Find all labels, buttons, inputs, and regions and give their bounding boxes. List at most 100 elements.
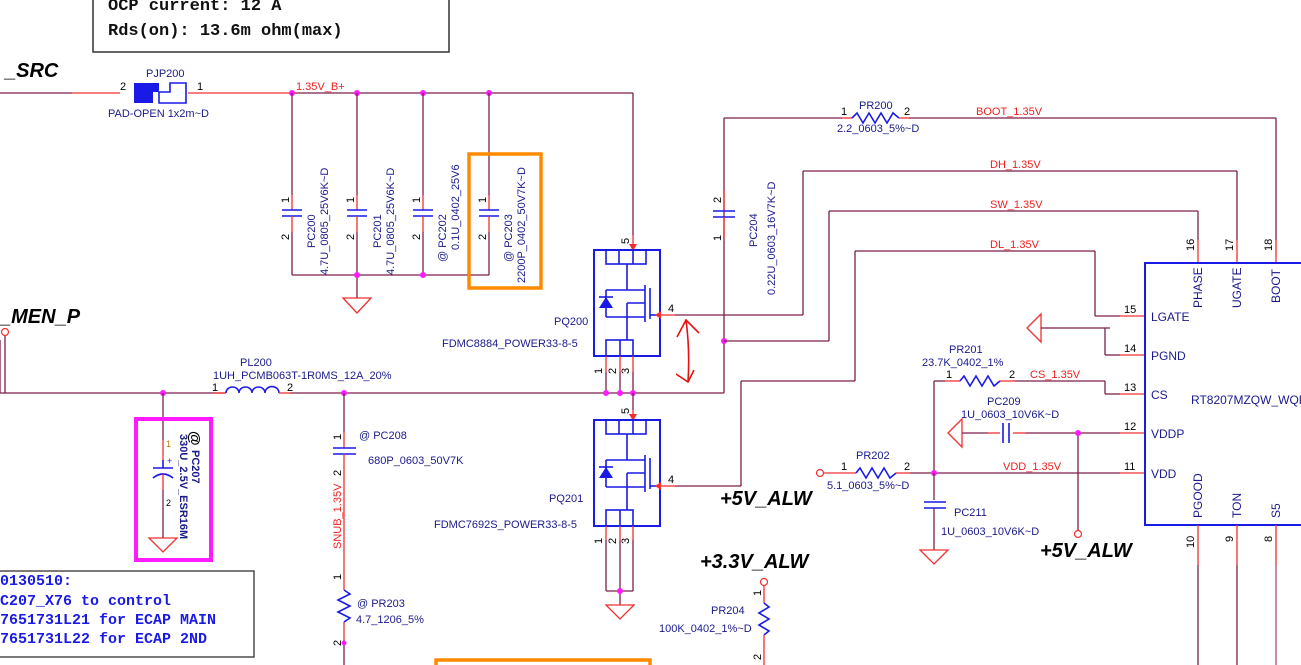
- pc200-ref: PC200: [306, 214, 318, 248]
- pq201-pin1: 1: [593, 538, 605, 544]
- pr204-pin2: 2: [752, 654, 764, 660]
- pc202-capacitor[interactable]: 1 2 @ PC202 0.1U_0402_25V6: [411, 164, 462, 262]
- net-cs: CS_1.35V: [933, 369, 1145, 473]
- net-label-snub: SNUB_1.35V: [332, 483, 344, 549]
- net-label-sw: SW_1.35V: [990, 199, 1043, 211]
- ecap-note-line-4: 7651731L22 for ECAP 2ND: [0, 631, 207, 648]
- net-label-dl: DL_1.35V: [990, 239, 1040, 251]
- pr202-pin2: 2: [904, 461, 910, 473]
- pc211-capacitor[interactable]: PC211 1U_0603_10V6K~D: [918, 473, 1039, 565]
- pjp200-ref: PJP200: [146, 68, 185, 80]
- pr202-resistor[interactable]: PR202 5.1_0603_5%~D 1 2: [827, 450, 910, 492]
- pq200-mosfet[interactable]: 5 4 1 2 3 PQ200 FDMC8884_POWER33-8-5: [442, 235, 675, 393]
- net-dl: DL_1.35V: [675, 239, 1145, 487]
- ic-pin-9-num: 9: [1224, 536, 1236, 542]
- pq200-value: FDMC8884_POWER33-8-5: [442, 338, 578, 350]
- ic-pin-ton: TON: [1230, 493, 1244, 518]
- ecap-note-line-2: C207_X76 to control: [0, 593, 171, 610]
- pc207-plus: +: [167, 456, 172, 466]
- pq200-pin3: 3: [620, 368, 632, 374]
- net-boot: BOOT_1.35V: [724, 106, 1277, 263]
- pc207-value: 330U_2.5V_ESR16M: [177, 434, 189, 539]
- pc201-pin1: 1: [345, 197, 357, 203]
- pc202-pin2: 2: [411, 234, 423, 240]
- pq201-value: FDMC7692S_POWER33-8-5: [434, 519, 577, 531]
- pr202-ref: PR202: [856, 450, 890, 462]
- pq201-ref: PQ201: [549, 493, 583, 505]
- pc207-magenta-highlight: [134, 417, 213, 562]
- pc201-capacitor[interactable]: 1 2 PC201 4.7U_0805_25V6K~D: [345, 168, 397, 275]
- pl200-value: 1UH_PCMB063T-1R0MS_12A_20%: [213, 370, 392, 382]
- rail-label-men-p: _MEN_P: [0, 306, 81, 328]
- pc204-ref: PC204: [748, 213, 760, 247]
- pc203-orange-highlight: [467, 152, 543, 290]
- net-pgnd: [1104, 328, 1145, 356]
- ic-pin-s5: S5: [1269, 503, 1283, 518]
- ecap-note-box: 0130510: C207_X76 to control 7651731L21 …: [0, 570, 255, 658]
- pc209-capacitor[interactable]: PC209 1U_0603_10V6K~D: [961, 396, 1059, 443]
- net-dh: DH_1.35V: [675, 159, 1238, 316]
- pc200-capacitor[interactable]: 1 2 PC200 4.7U_0805_25V6K~D: [280, 168, 331, 275]
- net-label-cs: CS_1.35V: [1030, 369, 1081, 381]
- red-double-arrow-annotation: [675, 318, 700, 384]
- pc208-ref: @ PC208: [359, 430, 407, 442]
- pc208-capacitor[interactable]: 1 2 @ PC208 680P_0603_50V7K: [332, 393, 464, 476]
- rail-label-3v3-alw: +3.3V_ALW: [700, 551, 811, 573]
- ic-pin-boot: BOOT: [1269, 268, 1283, 303]
- pl200-pin2: 2: [287, 382, 293, 394]
- rail-label-5v-alw-2: +5V_ALW: [1040, 540, 1134, 562]
- pr200-value: 2.2_0603_5%~D: [837, 123, 919, 135]
- pq201-pin2: 2: [607, 538, 619, 544]
- ecap-note-line-1: 0130510:: [0, 573, 72, 590]
- net-snub: SNUB_1.35V: [332, 470, 345, 590]
- pr201-pin1: 1: [946, 369, 952, 381]
- pr203-resistor[interactable]: 1 2 @ PR203 4.7_1206_5%: [332, 574, 424, 665]
- ic-pin-phase: PHASE: [1191, 267, 1205, 308]
- ic-pin-cs: CS: [1151, 388, 1168, 402]
- pr204-resistor[interactable]: 1 2 PR204 100K_0402_1%~D: [659, 577, 771, 665]
- pjp200-jumper[interactable]: PJP200 PAD-OPEN 1x2m~D 2 1: [108, 68, 209, 120]
- pl200-pin1: 1: [212, 382, 218, 394]
- pq200-pin2: 2: [607, 368, 619, 374]
- ic-pin-pgnd: PGND: [1151, 349, 1186, 363]
- rail-label-5v-alw-1: +5V_ALW: [720, 488, 814, 510]
- pc202-pin1: 1: [411, 197, 423, 203]
- pr203-pin2: 2: [332, 640, 344, 646]
- bottom-orange-highlight: [434, 658, 652, 665]
- pc203-ref: @ PC203: [503, 214, 515, 262]
- pc207-at: @: [186, 431, 203, 446]
- ecap-note-line-3: 7651731L21 for ECAP MAIN: [0, 612, 216, 629]
- pc203-pin2: 2: [477, 234, 489, 240]
- ocp-note-box: OCP current: 12 A Rds(on): 13.6m ohm(max…: [92, 0, 450, 53]
- ic-pin-13-num: 13: [1124, 382, 1136, 394]
- pc208-pin2: 2: [332, 470, 344, 476]
- pr200-resistor[interactable]: PR200 2.2_0603_5%~D 1 2: [837, 100, 919, 135]
- rds-on-text: Rds(on): 13.6m ohm(max): [108, 22, 343, 41]
- pq201-mosfet[interactable]: 5 4 1 2 3 PQ201 FDMC7692S_POWER33-8-5: [434, 393, 675, 620]
- net-phase: [0, 118, 727, 396]
- pq200-pin1: 1: [593, 368, 605, 374]
- ic-pin-8-num: 8: [1263, 536, 1275, 542]
- pc207-capacitor[interactable]: 1 + 2 @ PC207 330U_2.5V_ESR16M: [147, 393, 203, 553]
- pc204-capacitor[interactable]: 2 1 PC204 0.22U_0603_16V7K~D: [712, 181, 778, 295]
- pjp200-pin2: 2: [120, 81, 126, 93]
- pr204-value: 100K_0402_1%~D: [659, 623, 752, 635]
- pc202-value: 0.1U_0402_25V6: [450, 164, 462, 250]
- pq201-pin5: 5: [620, 408, 632, 414]
- pr204-pin1: 1: [752, 590, 764, 596]
- pc211-ref: PC211: [954, 507, 987, 519]
- pc200-pin1: 1: [280, 197, 292, 203]
- ic-pin-vddp: VDDP: [1151, 427, 1184, 441]
- pc207-ref: PC207: [189, 450, 201, 484]
- pr201-ref: PR201: [949, 344, 983, 356]
- pc203-capacitor[interactable]: 1 2 @ PC203 2200P_0402_50V7K~D: [477, 167, 528, 283]
- pc209-value: 1U_0603_10V6K~D: [961, 409, 1059, 421]
- pr202-pin1: 1: [841, 461, 847, 473]
- rt8207-ic[interactable]: RT8207MZQW_WQF 15 LGATE 14 PGND 13 CS 12…: [1124, 239, 1301, 665]
- pl200-inductor[interactable]: PL200 1UH_PCMB063T-1R0MS_12A_20% 1 2: [212, 357, 392, 394]
- pr201-resistor[interactable]: PR201 23.7K_0402_1% 1 2: [922, 344, 1015, 388]
- pc211-value: 1U_0603_10V6K~D: [941, 526, 1039, 538]
- net-vddp: [947, 417, 1145, 539]
- net-label-dh: DH_1.35V: [990, 159, 1041, 171]
